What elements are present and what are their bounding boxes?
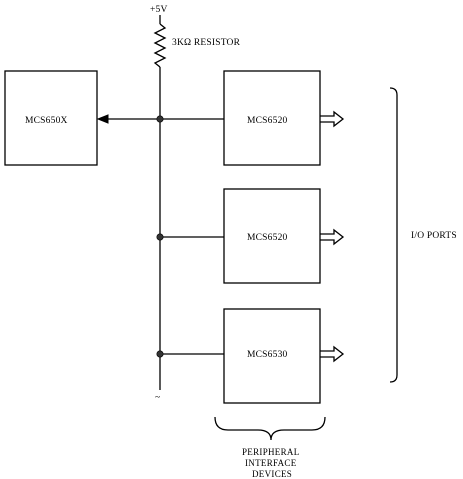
io-port-arrow-2 xyxy=(320,228,345,246)
device-box-3 xyxy=(223,308,321,404)
resistor-label: 3KΩ RESISTOR xyxy=(172,38,241,48)
device-box-2 xyxy=(223,188,321,284)
io-port-arrow-3 xyxy=(320,345,345,363)
io-port-arrow-1 xyxy=(320,110,345,128)
device-box-1 xyxy=(223,70,321,166)
processor-label: MCS650X xyxy=(25,116,68,126)
device-label-3: MCS6530 xyxy=(247,350,288,360)
device-label-1: MCS6520 xyxy=(247,116,288,126)
io-ports-bracket xyxy=(389,87,398,383)
bus-junction-dot-3 xyxy=(156,350,164,358)
group-label-line-3: DEVICES xyxy=(252,469,292,479)
pullup-resistor-symbol xyxy=(153,23,167,68)
processor-irq-arrow xyxy=(96,114,109,124)
supply-voltage-label: +5V xyxy=(150,5,168,15)
processor-box xyxy=(4,70,98,166)
bus-junction-dot-1 xyxy=(156,115,164,123)
group-label-line-1: PERIPHERAL xyxy=(242,447,300,457)
bus-continuation-symbol: ~ xyxy=(155,393,160,403)
io-ports-label: I/O PORTS xyxy=(411,231,457,241)
bus-junction-dot-2 xyxy=(156,233,164,241)
device-label-2: MCS6520 xyxy=(247,233,288,243)
group-label-line-2: INTERFACE xyxy=(245,458,297,468)
peripheral-devices-brace xyxy=(214,416,326,441)
